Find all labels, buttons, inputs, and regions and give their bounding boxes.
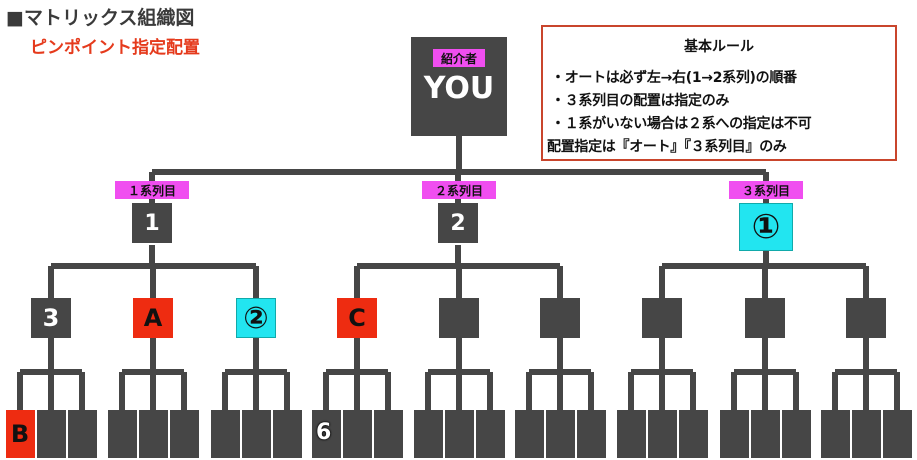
- level3-node-17: [545, 410, 575, 458]
- level3-node-2: [36, 410, 66, 458]
- rule-item-2: ・３系列目の配置は指定のみ: [551, 93, 730, 109]
- rule-item-1: ・オートは必ず左→右(1→2系列)の順番: [551, 70, 797, 86]
- level3-node-4: [107, 410, 137, 458]
- level1-tag-2: ２系列目: [422, 181, 496, 199]
- rules-box: 基本ルール ・オートは必ず左→右(1→2系列)の順番 ・３系列目の配置は指定のみ…: [541, 25, 897, 161]
- level2-node-7: [642, 298, 682, 338]
- level2-node-9: [846, 298, 886, 338]
- level1-node-2: 2: [438, 203, 478, 243]
- level3-node-22: [719, 410, 749, 458]
- level3-node-11: [342, 410, 372, 458]
- rule-item-3: ・１系がいない場合は２系への指定は不可: [551, 116, 812, 132]
- level2-node-6: [540, 298, 580, 338]
- rules-title: 基本ルール: [684, 39, 754, 55]
- level1-node-3: ①: [739, 203, 793, 251]
- level2-node-8: [745, 298, 785, 338]
- level3-node-7: [210, 410, 240, 458]
- level3-node-3: [67, 410, 97, 458]
- level3-node-15: [475, 410, 505, 458]
- rule-item-4: 配置指定は『オート』『３系列目』のみ: [547, 139, 787, 155]
- level3-node-12: [373, 410, 403, 458]
- level3-node-16: [514, 410, 544, 458]
- level3-node-6: [169, 410, 199, 458]
- level3-node-18: [576, 410, 606, 458]
- level2-node-5: [439, 298, 479, 338]
- level3-node-8: [241, 410, 271, 458]
- level3-node-5: [138, 410, 168, 458]
- page-title: ■マトリックス組織図: [6, 7, 195, 29]
- level3-node-27: [882, 410, 912, 458]
- level3-node-21: [678, 410, 708, 458]
- level2-node-1: 3: [31, 298, 71, 338]
- annotation-number-6: 6: [316, 420, 332, 445]
- level3-node-25: [820, 410, 850, 458]
- level3-node-23: [750, 410, 780, 458]
- level2-node-4: C: [337, 298, 377, 338]
- level3-node-24: [781, 410, 811, 458]
- level1-tag-3: ３系列目: [729, 181, 803, 199]
- page-subtitle: ピンポイント指定配置: [30, 38, 200, 58]
- level3-node-20: [647, 410, 677, 458]
- level2-node-2: A: [133, 298, 173, 338]
- root-label: YOU: [423, 71, 495, 106]
- root-tag: 紹介者: [433, 49, 485, 67]
- level3-node-19: [616, 410, 646, 458]
- level3-node-1: B: [5, 410, 35, 458]
- level3-node-10: [311, 410, 341, 458]
- level3-node-14: [444, 410, 474, 458]
- level1-node-1: 1: [132, 203, 172, 243]
- level2-node-3: ②: [236, 298, 276, 338]
- level3-node-9: [272, 410, 302, 458]
- level1-tag-1: １系列目: [115, 181, 189, 199]
- level3-node-26: [851, 410, 881, 458]
- level3-node-13: [413, 410, 443, 458]
- root-node-you: 紹介者 YOU: [411, 37, 507, 136]
